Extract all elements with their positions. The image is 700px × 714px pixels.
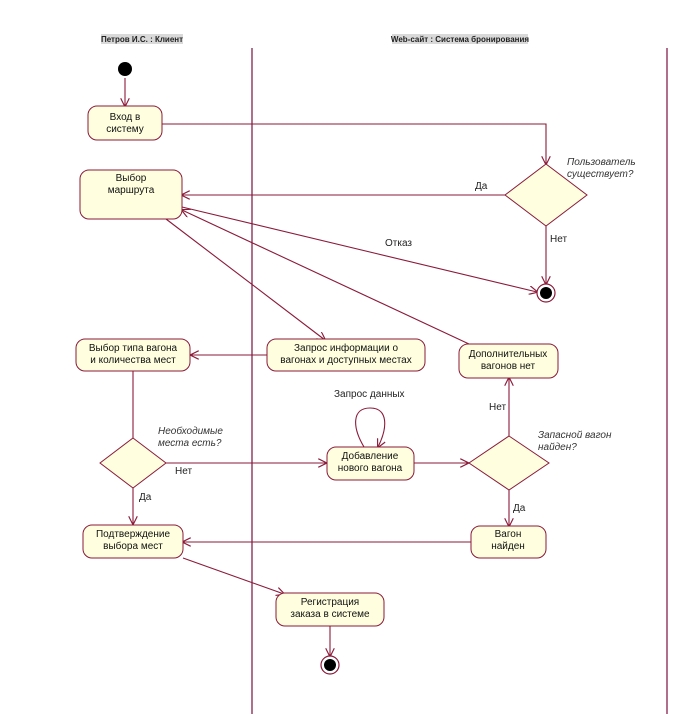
flow-route-request <box>165 218 325 340</box>
activity-add-car: Добавление нового вагона <box>326 446 415 481</box>
condition-seats-line1: Необходимые <box>158 425 223 437</box>
condition-spare-car-line1: Запасной вагон <box>538 430 612 441</box>
flow-confirm-register <box>182 557 284 594</box>
lane-title-bg-website <box>392 34 528 44</box>
activity-confirm-line2: выбора мест <box>103 540 163 552</box>
lane-title-website: Web-сайт : Система бронирования <box>391 35 529 44</box>
activity-login: Вход в систему <box>87 105 163 141</box>
guard-refuse: Отказ <box>385 238 412 249</box>
guard-data-request: Запрос данных <box>334 389 405 400</box>
activity-no-extra: Дополнительных вагонов нет <box>458 343 559 379</box>
guard-no-seats: Нет <box>175 466 192 477</box>
condition-spare-car-line2: найден? <box>538 442 577 453</box>
decision-user-exists <box>504 163 588 227</box>
activity-add-car-line2: нового вагона <box>338 463 403 474</box>
guard-no-spare: Нет <box>489 402 506 413</box>
activity-register-line1: Регистрация <box>301 597 359 608</box>
guard-yes-user: Да <box>475 181 488 192</box>
lane-title-bg-client <box>101 34 183 44</box>
condition-seats-line2: места есть? <box>158 438 222 449</box>
activity-request-info-line2: вагонах и доступных местах <box>280 355 411 366</box>
activity-no-extra-line1: Дополнительных <box>469 349 548 360</box>
activity-route-line1: Выбор <box>116 172 147 184</box>
flow-login-check <box>162 123 546 164</box>
guard-yes-seats: Да <box>139 492 152 503</box>
decision-spare-car <box>468 435 550 491</box>
activity-car-type: Выбор типа вагона и количества мест <box>75 338 191 372</box>
condition-user-exists-line2: существует? <box>567 169 634 180</box>
lane-title-client: Петров И.С. : Клиент <box>101 35 183 44</box>
activity-car-found-line1: Вагон <box>495 529 522 540</box>
activity-login-line2: систему <box>106 124 144 135</box>
activity-add-car-line1: Добавление <box>342 450 399 462</box>
condition-user-exists-line1: Пользователь <box>567 157 636 168</box>
guard-no-user: Нет <box>550 234 567 245</box>
activity-no-extra-line2: вагонов нет <box>481 361 536 372</box>
final-node-complete <box>320 655 340 675</box>
activity-route-line2: маршрута <box>108 185 155 196</box>
decision-seats <box>99 437 167 489</box>
activity-car-type-line2: и количества мест <box>90 355 176 366</box>
activity-request-info: Запрос информации о вагонах и доступных … <box>266 338 426 372</box>
activity-car-type-line1: Выбор типа вагона <box>89 342 178 354</box>
guard-yes-spare: Да <box>513 503 526 514</box>
activity-confirm-line1: Подтверждение <box>96 529 170 540</box>
activity-login-line1: Вход в <box>110 112 141 123</box>
activity-car-found: Вагон найден <box>470 525 547 559</box>
final-node-refuse <box>536 283 556 303</box>
activity-register-line2: заказа в системе <box>290 609 370 620</box>
activity-confirm: Подтверждение выбора мест <box>82 524 184 559</box>
initial-node <box>118 62 132 76</box>
activity-register: Регистрация заказа в системе <box>275 592 385 627</box>
flow-refuse-end <box>181 206 537 292</box>
activity-route: Выбор маршрута <box>79 169 183 220</box>
flow-noextra-route <box>182 210 470 345</box>
activity-car-found-line2: найден <box>491 541 525 552</box>
activity-request-info-line1: Запрос информации о <box>294 342 398 354</box>
flow-self-loop <box>355 407 385 447</box>
